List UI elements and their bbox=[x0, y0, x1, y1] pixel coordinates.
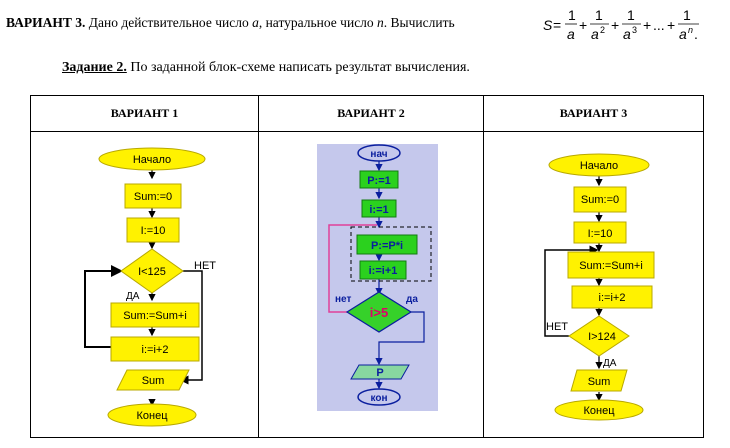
frac2-exp: 2 bbox=[600, 25, 605, 35]
variants-table: ВАРИАНТ 1 ВАРИАНТ 2 ВАРИАНТ 3 bbox=[30, 95, 704, 438]
cond-label: I<125 bbox=[138, 266, 166, 278]
step-block bbox=[359, 260, 407, 280]
output-block bbox=[570, 369, 628, 392]
formula-s: S bbox=[543, 17, 553, 33]
header-variant-2: ВАРИАНТ 2 bbox=[258, 95, 484, 132]
init-block bbox=[573, 186, 627, 213]
condition-diamond bbox=[345, 291, 413, 333]
p-init-block bbox=[359, 170, 399, 189]
start-label: Начало bbox=[580, 160, 618, 172]
start-label: Начало bbox=[133, 154, 171, 166]
frac2-num: 1 bbox=[595, 7, 603, 23]
output-label: P bbox=[376, 367, 383, 379]
i-init-block bbox=[361, 199, 397, 218]
frac1-num: 1 bbox=[568, 7, 576, 23]
end-label: кон bbox=[370, 393, 387, 404]
output-block bbox=[116, 369, 190, 391]
frac2-den: a bbox=[591, 26, 599, 42]
start-terminal bbox=[98, 147, 206, 171]
table-header-row: ВАРИАНТ 1 ВАРИАНТ 2 ВАРИАНТ 3 bbox=[30, 95, 704, 132]
i-init-label: i:=1 bbox=[369, 204, 388, 216]
frac3-den: a bbox=[623, 26, 631, 42]
assignment-text: По заданной блок-схеме написать результа… bbox=[130, 60, 470, 75]
plus-1: + bbox=[579, 17, 587, 33]
init-label: Sum:=0 bbox=[134, 191, 172, 203]
yes-label: да bbox=[406, 294, 418, 305]
frac3-num: 1 bbox=[627, 7, 635, 23]
step-block bbox=[571, 285, 653, 309]
output-label: Sum bbox=[588, 376, 611, 388]
task-text: ВАРИАНТ 3. Дано действительное число a, … bbox=[6, 15, 455, 31]
no-label: нет bbox=[335, 294, 351, 305]
output-label: Sum bbox=[142, 375, 165, 387]
plus-2: + bbox=[611, 17, 619, 33]
condition-diamond bbox=[120, 248, 184, 294]
init-block bbox=[124, 183, 182, 209]
var-a: a bbox=[252, 15, 259, 30]
start-label: нач bbox=[370, 149, 387, 160]
no-label: НЕТ bbox=[546, 321, 568, 333]
flowchart-variant-3: Начало Sum:=0 I:=10 Sum:=Sum+i i:=i+2 НЕ… bbox=[544, 153, 655, 421]
var-n: n bbox=[377, 15, 384, 30]
fracn-den: a bbox=[679, 26, 687, 42]
yes-label: ДА bbox=[603, 358, 617, 369]
task-line: ВАРИАНТ 3. Дано действительное число a, … bbox=[6, 4, 726, 44]
variant-label: ВАРИАНТ 3. bbox=[6, 15, 86, 30]
i-init-label: I:=10 bbox=[141, 225, 166, 237]
cond-label: I>124 bbox=[588, 331, 616, 343]
step-block bbox=[110, 336, 200, 362]
yes-label: ДА bbox=[126, 291, 140, 302]
step-label: i:=i+1 bbox=[369, 265, 398, 277]
init-label: Sum:=0 bbox=[581, 194, 619, 206]
i-init-block bbox=[573, 221, 627, 244]
plus-3: + bbox=[643, 17, 651, 33]
task-text-2: , натуральное число bbox=[258, 15, 374, 30]
body-label: P:=P*i bbox=[371, 240, 403, 252]
start-terminal bbox=[357, 144, 401, 162]
body-block bbox=[356, 234, 418, 255]
task-text-1: Дано действительное число bbox=[88, 15, 249, 30]
sum-formula: S = 1 a + 1 a 2 + 1 a 3 + ... + 1 a n bbox=[543, 7, 699, 42]
condition-diamond bbox=[568, 315, 630, 357]
flowchart-variant-1: Начало Sum:=0 I:=10 I<125 НЕТ ДА Sum:=Su… bbox=[84, 147, 216, 427]
header-variant-1: ВАРИАНТ 1 bbox=[30, 95, 259, 132]
plus-4: + bbox=[667, 17, 675, 33]
end-label: Конец bbox=[136, 410, 168, 422]
formula-eq: = bbox=[553, 17, 561, 33]
end-label: Конец bbox=[583, 405, 615, 417]
header-variant-3: ВАРИАНТ 3 bbox=[483, 95, 704, 132]
step-label: i:=i+2 bbox=[599, 292, 626, 304]
no-label: НЕТ bbox=[194, 260, 216, 272]
frac3-exp: 3 bbox=[632, 25, 637, 35]
end-terminal bbox=[357, 388, 401, 406]
loop-body-frame bbox=[350, 226, 432, 282]
end-terminal bbox=[107, 403, 197, 427]
formula-period: . bbox=[694, 26, 698, 42]
fracn-num: 1 bbox=[683, 7, 691, 23]
variant-2-cell: нач P:=1 i:=1 P:=P*i i:=i+1 i>5 нет да P… bbox=[258, 131, 484, 438]
i-init-label: I:=10 bbox=[588, 228, 613, 240]
fracn-exp: n bbox=[688, 25, 693, 35]
formula-ellipsis: ... bbox=[653, 17, 665, 33]
assignment-label: Задание 2. bbox=[62, 60, 127, 75]
body-block bbox=[567, 251, 655, 279]
variant-1-cell: Начало Sum:=0 I:=10 I<125 НЕТ ДА Sum:=Su… bbox=[30, 131, 259, 438]
step-label: i:=i+2 bbox=[142, 344, 169, 356]
output-block bbox=[350, 364, 410, 380]
assignment-line: Задание 2. По заданной блок-схеме написа… bbox=[62, 60, 470, 76]
i-init-block bbox=[126, 217, 180, 243]
body-label: Sum:=Sum+i bbox=[123, 310, 187, 322]
flowchart-variant-2: нач P:=1 i:=1 P:=P*i i:=i+1 i>5 нет да P… bbox=[317, 144, 438, 411]
body-block bbox=[110, 302, 200, 328]
p-init-label: P:=1 bbox=[367, 175, 391, 187]
body-label: Sum:=Sum+i bbox=[579, 260, 643, 272]
end-terminal bbox=[554, 399, 644, 421]
task-text-3: . Вычислить bbox=[383, 15, 455, 30]
start-terminal bbox=[548, 153, 650, 177]
cond-label: i>5 bbox=[370, 305, 388, 320]
frac1-den: a bbox=[567, 26, 575, 42]
loop-back-line bbox=[328, 224, 377, 313]
variant-3-cell: Начало Sum:=0 I:=10 Sum:=Sum+i i:=i+2 НЕ… bbox=[483, 131, 704, 438]
table-body-row: Начало Sum:=0 I:=10 I<125 НЕТ ДА Sum:=Su… bbox=[30, 131, 704, 438]
